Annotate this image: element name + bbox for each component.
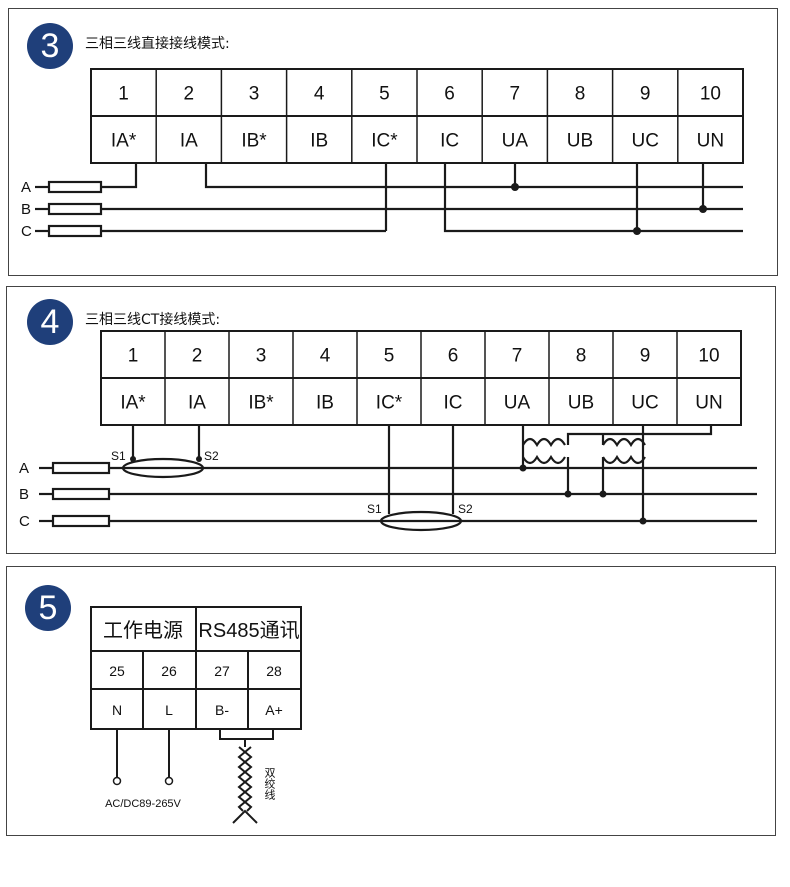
- ct-wiring-panel: 4 三相三线CT接线模式: 1 2 3 4 5 6 7 8 9 10 IA* IA IB* IB IC* I…: [6, 286, 776, 554]
- terminal-label: IC*: [376, 393, 403, 414]
- step-badge-5: 5: [25, 585, 71, 631]
- ct-coil-a: [121, 457, 205, 479]
- rs485-bracket: [219, 729, 274, 740]
- terminal-label: UB: [567, 131, 593, 152]
- step-badge-3: 3: [27, 23, 73, 69]
- ct-fuse-c: [51, 514, 111, 528]
- twisted-pair-strand-2: [237, 746, 253, 812]
- terminal-number: 1: [128, 346, 139, 367]
- direct-wiring-panel: 3 三相三线直接接线模式: 1 2 3 4 5 6 7 8 9 10 IA* IA IB* IB IC* I…: [8, 8, 778, 276]
- ct-coil-c: [379, 510, 463, 532]
- terminal-label: IB: [310, 131, 328, 152]
- pt1-primary-coil: [522, 437, 566, 448]
- terminal-label: IC: [444, 393, 463, 414]
- terminal-number: 2: [184, 84, 195, 105]
- ct-a-s1-label: S1: [111, 449, 126, 463]
- ct-fuse-a: [51, 461, 111, 475]
- ct-fuse-b: [51, 487, 111, 501]
- terminal-number: 10: [698, 346, 719, 367]
- terminal-number: 4: [320, 346, 331, 367]
- terminal-number: 3: [256, 346, 267, 367]
- terminal-number: 5: [384, 346, 395, 367]
- power-header: 工作电源: [103, 619, 183, 642]
- terminal-label: IA*: [111, 131, 137, 152]
- phase-label-c: C: [21, 223, 32, 240]
- pt1-secondary-coil: [522, 454, 566, 465]
- terminal-label: IC: [440, 131, 459, 152]
- terminal-number: 8: [576, 346, 587, 367]
- terminal-label: UC: [631, 131, 658, 152]
- ct-a-s2-label: S2: [204, 449, 219, 463]
- power-comm-panel: 5 工作电源 RS485通讯 25: [6, 566, 776, 836]
- terminal-number: 9: [640, 84, 651, 105]
- pt-wire-un: [566, 425, 713, 445]
- twisted-pair-label: 双绞线: [263, 767, 276, 800]
- direct-wiring-diagram: 1 2 3 4 5 6 7 8 9 10 IA* IA IB* IB IC* IC UA UB UC UN: [21, 68, 744, 240]
- ct-c-s1-label: S1: [367, 502, 382, 516]
- terminal-label: UN: [697, 131, 724, 152]
- power-comm-diagram: 工作电源 RS485通讯 25 26 27 28 N L B- A+ AC/DC…: [90, 606, 302, 824]
- junction-ua: [511, 183, 519, 191]
- terminal-26: 26: [161, 663, 177, 679]
- ct-phase-label-a: A: [19, 460, 29, 477]
- terminal-label: IB: [316, 393, 334, 414]
- terminal-27: 27: [214, 663, 230, 679]
- junction-uc: [633, 227, 641, 235]
- terminal-number: 6: [448, 346, 459, 367]
- terminal-label: IA*: [120, 393, 146, 414]
- pt2-secondary-coil: [602, 454, 646, 465]
- ct-phase-label-b: B: [19, 486, 29, 503]
- terminal-number: 2: [192, 346, 203, 367]
- terminal-number: 7: [510, 84, 521, 105]
- terminal-label: IB*: [241, 131, 267, 152]
- step-badge-4: 4: [27, 299, 73, 345]
- ct-wiring-title: 三相三线CT接线模式:: [85, 312, 221, 328]
- terminal-number: 7: [512, 346, 523, 367]
- terminal-number: 3: [249, 84, 260, 105]
- phase-label-b: B: [21, 201, 31, 218]
- fuse-b: [47, 202, 103, 216]
- terminal-label: UB: [568, 393, 594, 414]
- terminal-label: IC*: [371, 131, 398, 152]
- terminal-number: 8: [575, 84, 586, 105]
- terminal-label-b-minus: B-: [215, 702, 229, 718]
- terminal-label: IA: [180, 131, 198, 152]
- pt2-primary-coil: [602, 437, 646, 448]
- direct-wiring-title: 三相三线直接接线模式:: [85, 36, 230, 52]
- fuse-c: [47, 224, 103, 238]
- terminal-label: UC: [631, 393, 658, 414]
- phase-label-a: A: [21, 179, 31, 196]
- terminal-number: 1: [118, 84, 129, 105]
- terminal-number: 5: [379, 84, 390, 105]
- terminal-25: 25: [109, 663, 125, 679]
- terminal-number: 10: [700, 84, 721, 105]
- ct-c-s2-label: S2: [458, 502, 473, 516]
- terminal-label: UA: [504, 393, 531, 414]
- ct-phase-label-c: C: [19, 513, 30, 530]
- terminal-label-l: L: [165, 702, 173, 718]
- ct-wiring-diagram: 1 2 3 4 5 6 7 8 9 10 IA* IA IB* IB IC* IC UA UB UC UN: [19, 330, 757, 532]
- terminal-label: UN: [695, 393, 722, 414]
- supply-voltage-label: AC/DC89-265V: [105, 798, 181, 810]
- rs485-header: RS485通讯: [198, 619, 299, 642]
- terminal-28: 28: [266, 663, 282, 679]
- phase-line-a-return: [204, 163, 743, 189]
- terminal-number: 9: [640, 346, 651, 367]
- terminal-number: 4: [314, 84, 325, 105]
- wire-a-ia-star: [101, 163, 138, 189]
- junction-un: [699, 205, 707, 213]
- terminal-l-end: [164, 776, 174, 786]
- terminal-label: IA: [188, 393, 206, 414]
- terminal-label-n: N: [112, 702, 122, 718]
- terminal-n-end: [112, 776, 122, 786]
- twisted-pair-end: [232, 809, 258, 824]
- terminal-label: IB*: [248, 393, 274, 414]
- fuse-a: [47, 180, 103, 194]
- terminal-number: 6: [444, 84, 455, 105]
- phase-line-c-return: [443, 163, 743, 233]
- terminal-label-a-plus: A+: [265, 702, 283, 718]
- terminal-label: UA: [502, 131, 529, 152]
